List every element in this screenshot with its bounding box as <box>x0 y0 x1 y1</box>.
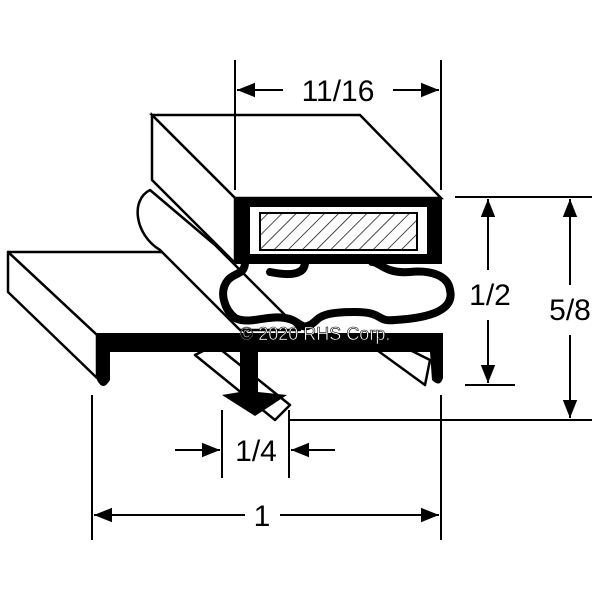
dim-width-total: 1 <box>254 500 271 533</box>
magnet-insert <box>259 212 418 251</box>
dim-height-total: 5/8 <box>549 294 591 327</box>
magnet-housing <box>148 111 444 267</box>
magnet-bulb <box>219 258 455 331</box>
base-profile <box>97 333 443 416</box>
copyright-text: © 2020 RHS Corp. <box>240 324 390 344</box>
dim-width-top: 11/16 <box>302 75 375 108</box>
dim-dart-width: 1/4 <box>235 435 277 468</box>
dim-height-inner: 1/2 <box>469 279 511 312</box>
dimension-lines <box>91 60 592 540</box>
